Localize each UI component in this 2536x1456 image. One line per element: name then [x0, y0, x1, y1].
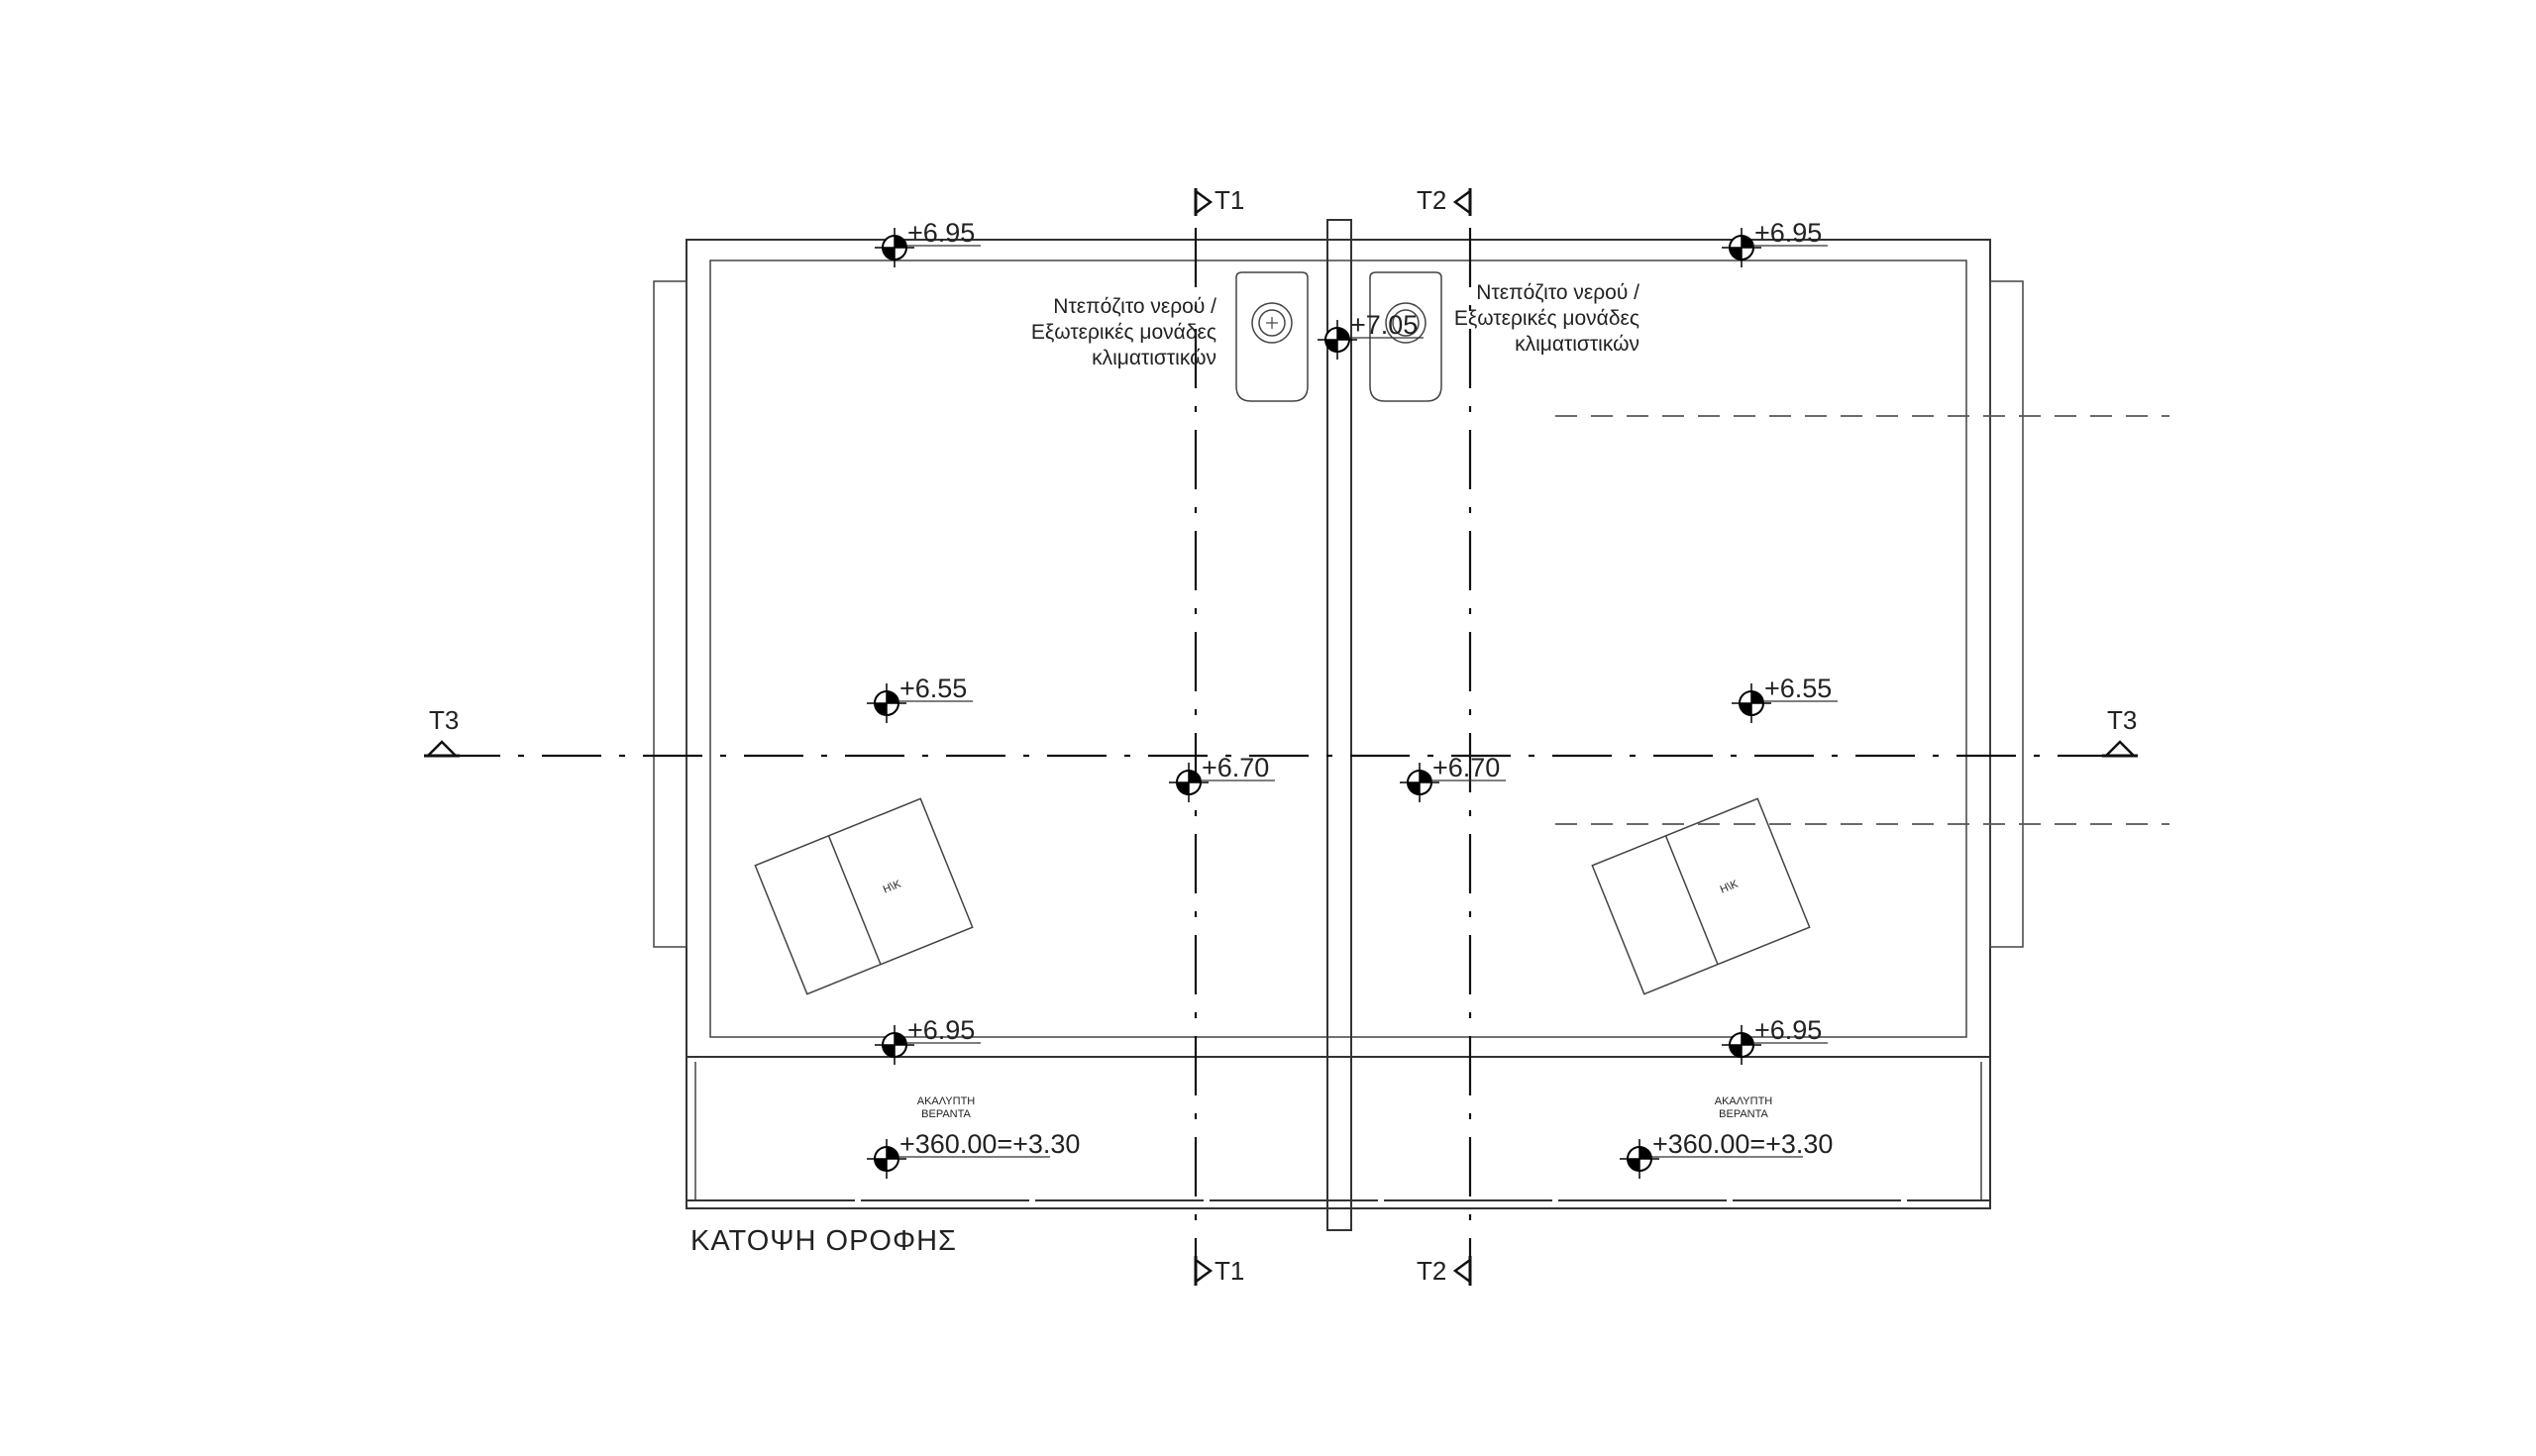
level-marker: +360.00=+3.30 [866, 1129, 1080, 1180]
solar-heater-label: Η\Κ [882, 878, 903, 895]
section-label-t2: T2 [1417, 1256, 1446, 1286]
section-marker-t3-right: T3 [2102, 705, 2138, 758]
level-marker: +6.55 [866, 674, 973, 724]
level-marker: +6.95 [874, 218, 981, 268]
svg-text:κλιματιστικών: κλιματιστικών [1092, 347, 1216, 369]
section-marker-t2-bottom: T2 [1417, 1256, 1472, 1286]
svg-text:+6.95: +6.95 [907, 218, 975, 248]
svg-text:ΒΕΡΑΝΤΑ: ΒΕΡΑΝΤΑ [921, 1108, 971, 1120]
solar-heater-right: Η\Κ [1591, 797, 1811, 995]
level-marker: +6.70 [1399, 753, 1506, 803]
svg-text:+6.70: +6.70 [1432, 753, 1500, 782]
solar-heater-left: Η\Κ [754, 797, 974, 995]
svg-text:ΑΚΑΛΥΠΤΗ: ΑΚΑΛΥΠΤΗ [917, 1095, 976, 1107]
section-marker-t2-top: T2 [1417, 185, 1472, 216]
section-label-t3: T3 [429, 705, 459, 735]
side-extensions [653, 280, 2024, 948]
svg-text:+6.70: +6.70 [1202, 753, 1269, 782]
svg-text:Ντεπόζιτο νερού /: Ντεπόζιτο νερού / [1476, 281, 1639, 304]
level-marker: +6.95 [874, 1015, 981, 1066]
svg-text:κλιματιστικών: κλιματιστικών [1515, 333, 1639, 356]
svg-text:+6.55: +6.55 [899, 674, 967, 703]
section-axes [441, 228, 2130, 1258]
building-outline [686, 239, 1991, 1209]
party-wall [1326, 219, 1352, 1231]
section-label-t1: T1 [1215, 185, 1244, 215]
svg-text:+360.00=+3.30: +360.00=+3.30 [1652, 1129, 1833, 1159]
svg-text:Ντεπόζιτο νερού /: Ντεπόζιτο νερού / [1053, 295, 1216, 318]
level-marker: +6.55 [1731, 674, 1838, 724]
level-marker: +360.00=+3.30 [1619, 1129, 1833, 1180]
level-marker: +7.05 [1317, 310, 1424, 361]
level-marker: +6.95 [1721, 1015, 1828, 1066]
section-marker-t3-left: T3 [424, 705, 460, 758]
water-tank-right [1369, 271, 1442, 402]
tank-label-right: Ντεπόζιτο νερού / Εξωτερικές μονάδες κλι… [1454, 281, 1639, 356]
tank-label-left: Ντεπόζιτο νερού / Εξωτερικές μονάδες κλι… [1031, 295, 1216, 369]
svg-text:ΒΕΡΑΝΤΑ: ΒΕΡΑΝΤΑ [1719, 1108, 1768, 1120]
section-label-t2: T2 [1417, 185, 1446, 215]
section-label-t3: T3 [2107, 705, 2137, 735]
level-marker: +6.70 [1168, 753, 1275, 803]
svg-text:+360.00=+3.30: +360.00=+3.30 [899, 1129, 1080, 1159]
section-label-t1: T1 [1215, 1256, 1244, 1286]
section-marker-t1-bottom: T1 [1194, 1256, 1244, 1286]
drawing-title: ΚΑΤΟΨΗ ΟΡΟΦΗΣ [690, 1225, 957, 1257]
section-marker-t1-top: T1 [1194, 185, 1244, 216]
water-tank-left [1235, 271, 1309, 402]
svg-text:Εξωτερικές μονάδες: Εξωτερικές μονάδες [1031, 321, 1216, 344]
svg-text:+7.05: +7.05 [1350, 310, 1418, 340]
svg-text:+6.95: +6.95 [1754, 218, 1822, 248]
svg-text:+6.55: +6.55 [1764, 674, 1832, 703]
veranda-label-left: ΑΚΑΛΥΠΤΗ ΒΕΡΑΝΤΑ [917, 1095, 976, 1120]
level-marker: +6.95 [1721, 218, 1828, 268]
veranda-label-right: ΑΚΑΛΥΠΤΗ ΒΕΡΑΝΤΑ [1715, 1095, 1773, 1120]
overhang-lines [1555, 415, 2169, 825]
svg-text:+6.95: +6.95 [907, 1015, 975, 1045]
svg-text:+6.95: +6.95 [1754, 1015, 1822, 1045]
svg-text:Εξωτερικές μονάδες: Εξωτερικές μονάδες [1454, 307, 1639, 330]
solar-heater-label: Η\Κ [1719, 878, 1741, 895]
svg-text:ΑΚΑΛΥΠΤΗ: ΑΚΑΛΥΠΤΗ [1715, 1095, 1773, 1107]
